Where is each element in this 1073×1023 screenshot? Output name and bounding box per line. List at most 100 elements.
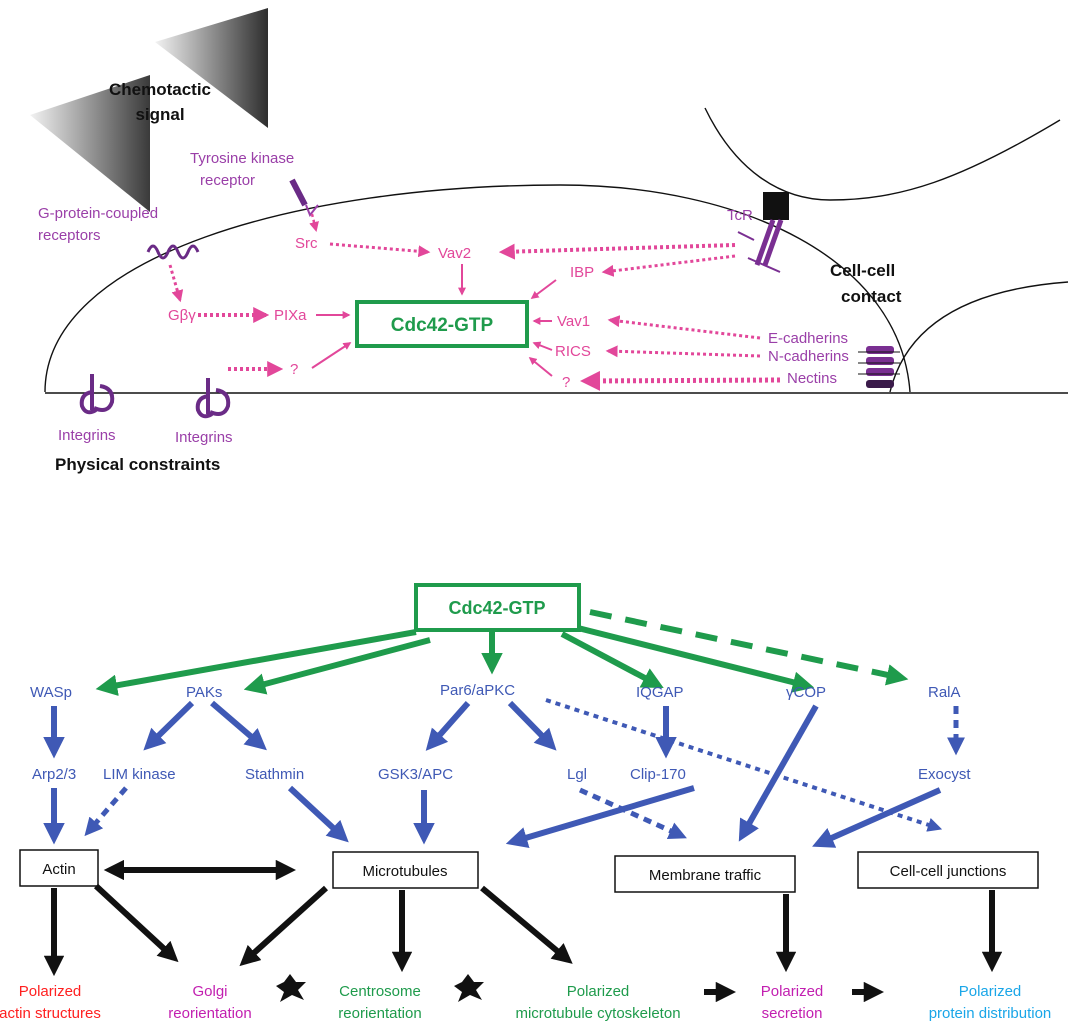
- exocyst-label: Exocyst: [918, 766, 971, 783]
- arrow-src-vav2: [329, 242, 431, 258]
- tyrosine-kinase-receptor-icon: [289, 178, 308, 207]
- chemotactic-label-1: Chemotactic: [109, 80, 211, 99]
- arrow-stathmin-microtubules: [287, 785, 349, 843]
- nectins-label: Nectins: [787, 370, 837, 387]
- outcome-centrosome-2: reorientation: [338, 1005, 421, 1022]
- chemotactic-label-2: signal: [135, 105, 184, 124]
- arrow-par6-gsk: [425, 701, 471, 751]
- cell-cell-junctions-box: [857, 851, 1039, 889]
- outcome-protein-2: protein distribution: [929, 1005, 1052, 1022]
- arrow-ecad-vav1: [607, 315, 761, 340]
- arrow-microtubules-golgi: [239, 885, 329, 967]
- cdc42-label-bottom: Cdc42-GTP: [448, 598, 545, 618]
- cell-cell-contact-label-1: Cell-cell: [830, 261, 895, 280]
- connector-star-1: [276, 974, 306, 1002]
- arrow-tcr-vav2: [498, 243, 736, 260]
- microtubules-label: Microtubules: [362, 863, 447, 880]
- integrin-icon-2: [195, 378, 231, 419]
- ibp-label: IBP: [570, 264, 594, 281]
- outcome-actin-2: actin structures: [0, 1005, 101, 1022]
- arrow-limk-actin: [84, 786, 128, 837]
- arrow-nectins-q: [580, 370, 781, 391]
- arrow-paks-limk: [143, 700, 195, 751]
- tyrosine-kinase-label-2: receptor: [200, 172, 255, 189]
- tcr-label: TcR: [727, 207, 753, 224]
- rics-label: RICS: [555, 343, 591, 360]
- physical-constraints-label: Physical constraints: [55, 455, 220, 474]
- arrow-gcop-membrane: [738, 704, 819, 842]
- n-cadherins-label: N-cadherins: [768, 348, 849, 365]
- actin-label: Actin: [42, 861, 75, 878]
- wasp-label: WASp: [30, 684, 72, 701]
- arrow-clip-microtubules: [505, 785, 695, 849]
- gcop-label: γCOP: [786, 684, 826, 701]
- paks-label: PAKs: [186, 684, 222, 701]
- arrow-ibp-cdc42: [530, 279, 557, 299]
- arrow-tcr-ibp: [601, 254, 736, 277]
- lgl-label: Lgl: [567, 766, 587, 783]
- arrow-ncad-rics: [605, 345, 761, 358]
- cdc42-box-top: [355, 300, 529, 348]
- arp-label: Arp2/3: [32, 766, 76, 783]
- par6-label: Par6/aPKC: [440, 682, 515, 699]
- arrow-par6-junctions: [545, 698, 943, 832]
- tcr-icon: [737, 192, 789, 273]
- vav2-label: Vav2: [438, 245, 471, 262]
- tyrosine-kinase-label-1: Tyrosine kinase: [190, 150, 294, 167]
- actin-box: [19, 849, 99, 887]
- outcome-secretion-1: Polarized: [761, 983, 824, 1000]
- arrow-lgl-membrane: [578, 787, 687, 840]
- cell-cell-contact-label-2: contact: [841, 287, 902, 306]
- neighbor-cell-right: [889, 281, 1069, 393]
- outcome-mt-1: Polarized: [567, 983, 630, 1000]
- gpcr-label-1: G-protein-coupled: [38, 205, 158, 222]
- membrane-traffic-box: [614, 855, 796, 893]
- chemotactic-gradient-front: [30, 75, 150, 212]
- arrow-cdc42-wasp: [95, 629, 417, 696]
- bottom-panel: Cdc42-GTP WASp PAKs Par6/aPKC IQGAP γCOP…: [0, 583, 1052, 1022]
- question-right-label: ?: [562, 374, 570, 391]
- src-label: Src: [295, 235, 318, 252]
- cell-membrane: [44, 184, 911, 393]
- outcome-golgi-2: reorientation: [168, 1005, 251, 1022]
- connector-star-2: [454, 974, 484, 1002]
- outcome-mt-2: microtubule cytoskeleton: [515, 1005, 680, 1022]
- arrow-q-right-cdc42: [528, 356, 553, 377]
- rala-label: RalA: [928, 684, 961, 701]
- cdc42-label-top: Cdc42-GTP: [391, 315, 494, 336]
- stathmin-label: Stathmin: [245, 766, 304, 783]
- gby-label: Gβγ: [168, 307, 196, 324]
- integrin-icon-1: [79, 374, 115, 415]
- gpcr-label-2: receptors: [38, 227, 101, 244]
- neighbor-cell-top: [704, 107, 1061, 201]
- integrins-label-1: Integrins: [58, 427, 116, 444]
- pixa-label: PIXa: [274, 307, 307, 324]
- arrow-tk-src: [309, 213, 319, 232]
- arrow-actin-golgi: [93, 883, 179, 963]
- cdc42-box-bottom: [414, 583, 581, 632]
- outcome-golgi-1: Golgi: [192, 983, 227, 1000]
- integrins-label-2: Integrins: [175, 429, 233, 446]
- top-panel: Chemotactic signal: [30, 8, 1069, 474]
- outcome-centrosome-1: Centrosome: [339, 983, 421, 1000]
- question-left-label: ?: [290, 361, 298, 378]
- arrow-q-cdc42: [311, 342, 352, 369]
- cell-cell-junctions-label: Cell-cell junctions: [890, 863, 1007, 880]
- arrow-cdc42-paks: [243, 637, 431, 695]
- arrow-rics-cdc42: [532, 341, 553, 351]
- iqgap-label: IQGAP: [636, 684, 684, 701]
- outcome-actin-1: Polarized: [19, 983, 82, 1000]
- membrane-traffic-label: Membrane traffic: [649, 867, 762, 884]
- vav1-label: Vav1: [557, 313, 590, 330]
- arrow-microtubules-mt-cytoskeleton: [480, 885, 573, 964]
- e-cadherins-label: E-cadherins: [768, 330, 848, 347]
- gpcr-icon: [146, 244, 200, 260]
- arrow-paks-stathmin: [210, 700, 267, 751]
- clip-label: Clip-170: [630, 766, 686, 783]
- limk-label: LIM kinase: [103, 766, 176, 783]
- outcome-secretion-2: secretion: [762, 1005, 823, 1022]
- arrow-cdc42-gcop: [577, 625, 815, 693]
- arrow-cdc42-iqgap: [560, 631, 664, 689]
- tyrosine-kinase-branch-icon: [305, 204, 319, 217]
